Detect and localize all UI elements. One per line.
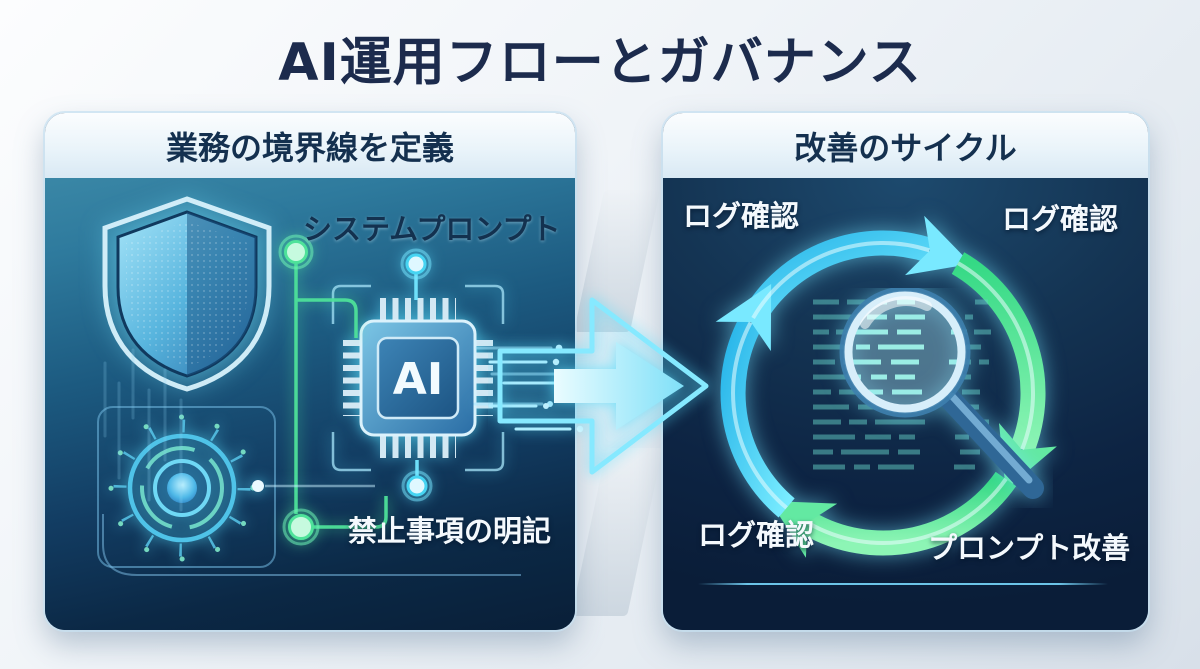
bottom-accent-line (698, 583, 1108, 585)
label-system-prompt: システムプロンプト (303, 212, 561, 246)
left-panel-title: 業務の境界線を定義 (165, 128, 454, 167)
right-panel-title: 改善のサイクル (794, 128, 1017, 167)
right-panel-body: ログ確認 ログ確認 ログ確認 プロンプト改善 (663, 178, 1148, 630)
log-analysis (813, 288, 1044, 499)
label-log-check-bottom-left: ログ確認 (698, 518, 815, 552)
page-title: AI運用フローとガバナンス (278, 33, 922, 93)
right-panel-header: 改善のサイクル (663, 113, 1148, 178)
right-panel: 改善のサイクル (663, 113, 1148, 630)
circuit-sensor-icon (108, 414, 256, 562)
cycle-arrows-icon (715, 215, 1057, 558)
label-prohibited-items: 禁止事項の明記 (348, 514, 552, 548)
left-panel-body: AI (45, 178, 575, 630)
magnifying-glass-icon (839, 288, 1044, 499)
flow-arrow-icon (488, 297, 709, 475)
label-log-check-top-left: ログ確認 (683, 199, 800, 233)
ai-chip-label: AI (393, 354, 443, 405)
label-log-check-top-right: ログ確認 (1002, 202, 1119, 236)
left-panel: 業務の境界線を定義 (45, 113, 575, 630)
label-prompt-improvement: プロンプト改善 (928, 531, 1131, 565)
sensor-frame (97, 406, 276, 568)
left-panel-header: 業務の境界線を定義 (45, 113, 575, 178)
ai-chip-icon: AI (331, 284, 505, 472)
shield-icon (102, 196, 272, 392)
circuit-traces (102, 234, 569, 576)
